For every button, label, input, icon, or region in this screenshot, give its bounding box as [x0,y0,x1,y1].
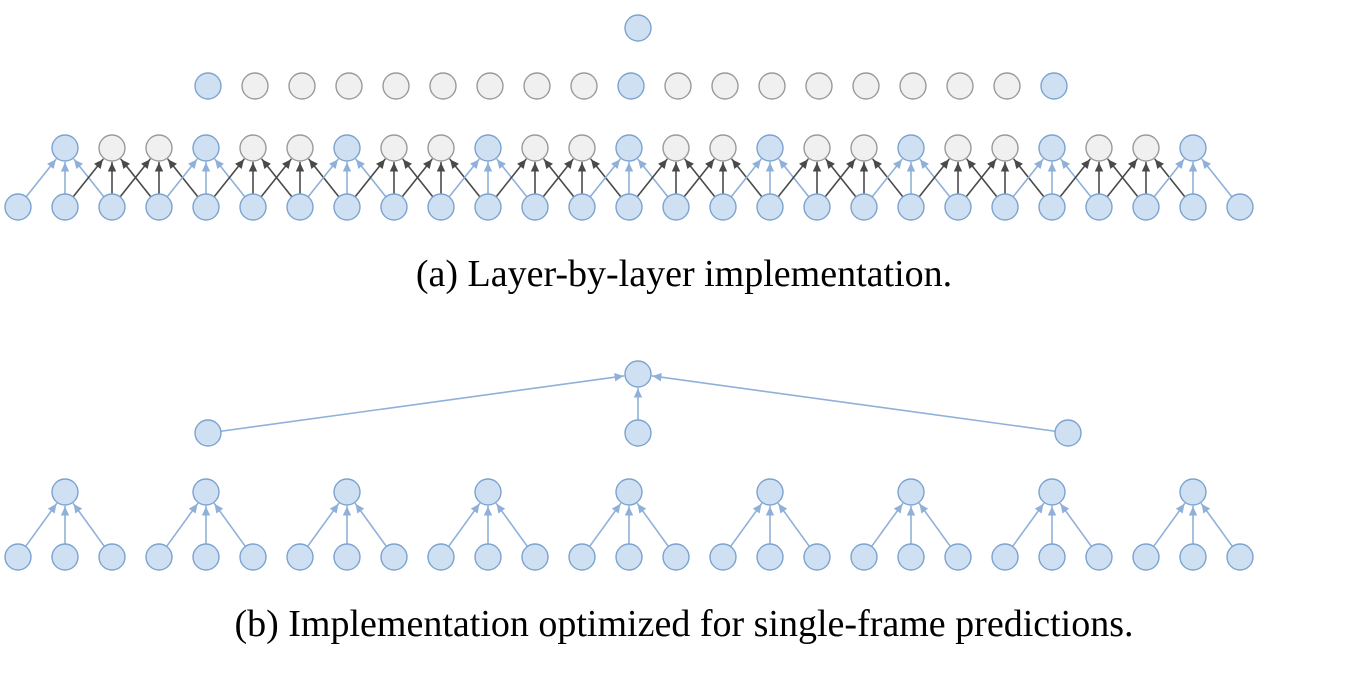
network-diagram-b [4,360,1254,571]
network-diagram-a [4,14,1254,221]
caption-a: (a) Layer-by-layer implementation. [415,253,953,295]
diagram-panel-optimized [0,350,1368,590]
diagram-panel-layer-by-layer [0,0,1368,240]
caption-b: (b) Implementation optimized for single-… [234,603,1134,645]
